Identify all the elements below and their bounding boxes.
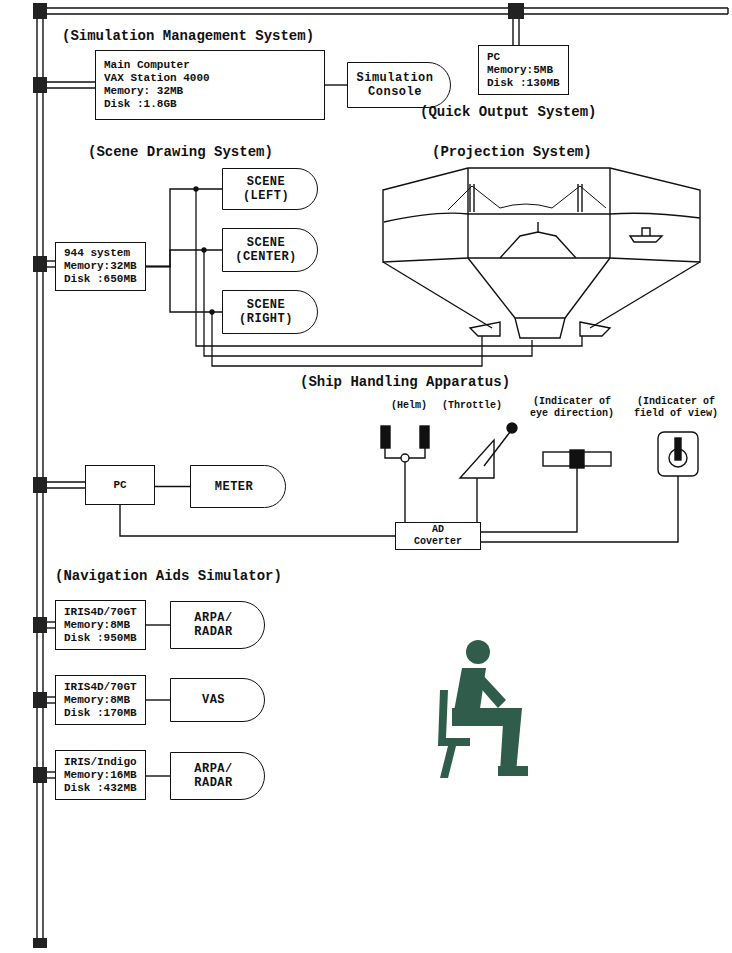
- group-label: (Scene Drawing System): [88, 144, 273, 160]
- connector-line: [146, 775, 170, 776]
- connector-line: [146, 699, 170, 700]
- computer-box: PCMemory:5MBDisk :130MB: [478, 45, 569, 95]
- connector-line: [155, 486, 190, 487]
- group-label: (Quick Output System): [420, 104, 596, 120]
- device-shape: Simulation Console: [347, 62, 451, 108]
- connector-line: [146, 189, 222, 267]
- node-text: PC: [487, 51, 500, 64]
- node-text: Memory:5MB: [487, 64, 553, 77]
- computer-box: AD Coverter: [395, 522, 481, 550]
- connector-line: [325, 84, 347, 85]
- group-label: (Projection System): [432, 144, 592, 160]
- device-shape: METER: [190, 465, 286, 508]
- computer-box: Main ComputerVAX Station 4000Memory: 32M…: [95, 50, 325, 120]
- node-text: ARPA/ RADAR: [183, 762, 245, 790]
- node-text: Main Computer: [104, 59, 190, 72]
- node-text: VAS: [183, 693, 245, 707]
- node-text: Disk :650MB: [64, 273, 137, 286]
- node-text: Disk :432MB: [64, 782, 137, 795]
- node-text: Memory:8MB: [64, 694, 130, 707]
- computer-box: PC: [85, 465, 155, 505]
- node-text: SCENE (RIGHT): [231, 298, 301, 326]
- node-text: Disk :950MB: [64, 632, 137, 645]
- node-text: SCENE (CENTER): [231, 236, 301, 264]
- device-shape: SCENE (LEFT): [222, 168, 318, 210]
- node-text: Simulation Console: [356, 71, 434, 99]
- computer-box: IRIS4D/70GTMemory:8MBDisk :170MB: [55, 675, 146, 725]
- node-text: Memory:16MB: [64, 769, 137, 782]
- node-text: IRIS4D/70GT: [64, 606, 137, 619]
- computer-box: IRIS/IndigoMemory:16MBDisk :432MB: [55, 750, 146, 800]
- group-label: (Throttle): [440, 400, 504, 412]
- node-text: Memory:8MB: [64, 619, 130, 632]
- group-label: (Indicater of field of view): [634, 396, 718, 420]
- group-label: (Helm): [384, 400, 434, 412]
- node-text: 944 system: [64, 247, 130, 260]
- node-text: Disk :130MB: [487, 77, 560, 90]
- group-label: (Indicater of eye direction): [530, 396, 614, 420]
- computer-box: IRIS4D/70GTMemory:8MBDisk :950MB: [55, 600, 146, 650]
- device-shape: ARPA/ RADAR: [170, 752, 265, 800]
- node-text: Disk :1.8GB: [104, 98, 177, 111]
- group-label: (Simulation Management System): [62, 28, 314, 44]
- connector-line: [146, 267, 222, 313]
- node-text: Memory: 32MB: [104, 85, 183, 98]
- connector-line: [146, 624, 170, 625]
- connector-line: [120, 505, 395, 536]
- node-text: Disk :170MB: [64, 707, 137, 720]
- node-text: PC: [113, 479, 126, 492]
- node-text: IRIS4D/70GT: [64, 681, 137, 694]
- group-label: (Ship Handling Apparatus): [300, 374, 510, 390]
- device-shape: ARPA/ RADAR: [170, 601, 265, 649]
- node-text: METER: [199, 480, 269, 494]
- node-text: VAX Station 4000: [104, 72, 210, 85]
- connector-line: [146, 250, 222, 267]
- node-text: AD Coverter: [410, 524, 466, 548]
- device-shape: VAS: [170, 678, 265, 722]
- computer-box: 944 systemMemory:32MBDisk :650MB: [55, 242, 146, 291]
- node-text: IRIS/Indigo: [64, 756, 137, 769]
- device-shape: SCENE (CENTER): [222, 228, 318, 272]
- device-shape: SCENE (RIGHT): [222, 290, 318, 334]
- node-text: Memory:32MB: [64, 260, 137, 273]
- group-label: (Navigation Aids Simulator): [55, 568, 282, 584]
- node-text: SCENE (LEFT): [231, 175, 301, 203]
- node-text: ARPA/ RADAR: [183, 611, 245, 639]
